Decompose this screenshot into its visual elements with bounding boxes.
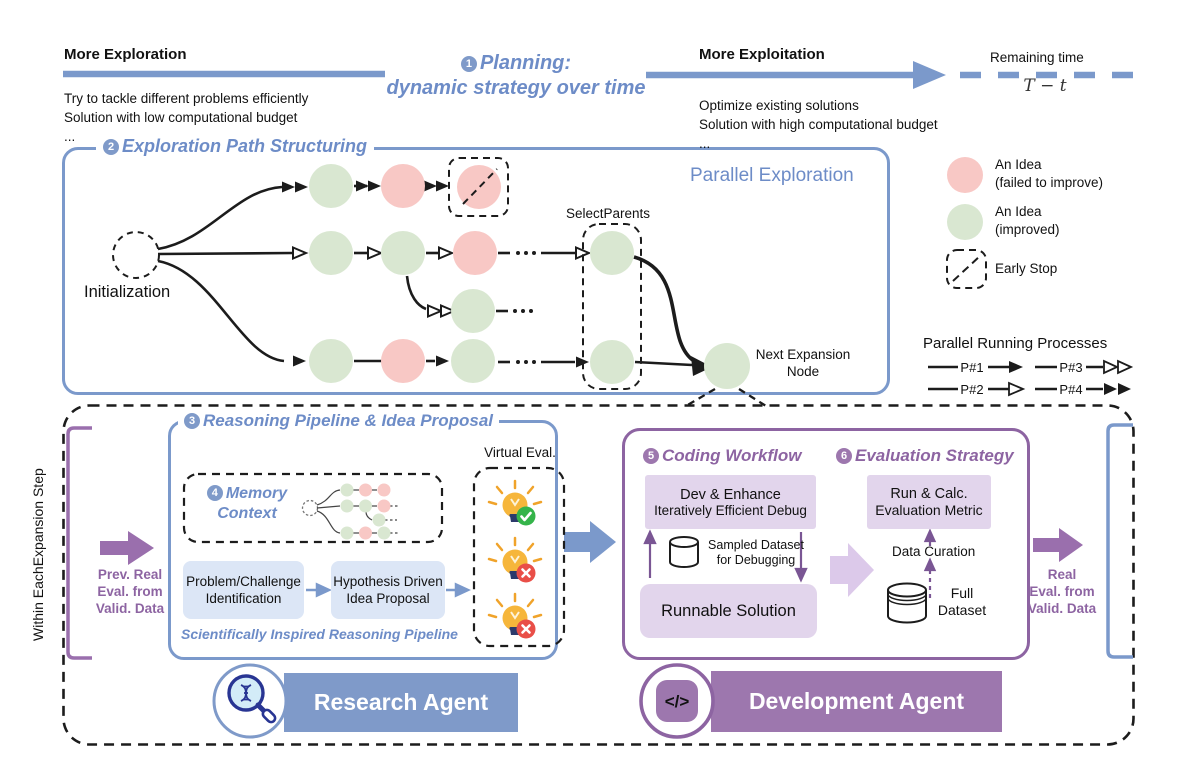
dev-enhance-box: Dev & Enhance Iteratively Efficient Debu… <box>645 475 816 529</box>
data-curation-label: Data Curation <box>892 544 976 559</box>
left-purple-bracket <box>66 426 92 660</box>
next-expansion-label: Next Expansion Node <box>755 347 851 379</box>
legend-p4-label: P#4 <box>1059 382 1082 397</box>
right-blue-bracket <box>1106 423 1133 659</box>
legend-p2-label: P#2 <box>960 382 983 397</box>
legend-failed-label: An Idea (failed to improve) <box>995 157 1104 190</box>
within-expansion-step-label: Within EachExpansion Step <box>30 468 46 642</box>
development-agent-icon: </> <box>639 663 715 739</box>
evaluation-badge: 6 <box>836 448 852 464</box>
legend-p3-label: P#3 <box>1059 360 1082 375</box>
exploration-desc-line1: Try to tackle different problems efficie… <box>64 91 309 106</box>
dna-icon <box>240 684 252 702</box>
exploration-desc-line2: Solution with low computational budget <box>64 110 298 125</box>
legend-processes-title: Parallel Running Processes <box>923 335 1108 352</box>
exploration-description: Try to tackle different problems efficie… <box>64 89 308 146</box>
exploration-badge: 2 <box>103 139 119 155</box>
real-eval-label: Real Eval. from Valid. Data <box>1027 567 1097 616</box>
exploitation-desc-line2: Solution with high computational budget <box>699 117 938 132</box>
more-exploitation-title: More Exploitation <box>699 46 825 63</box>
prev-eval-label: Prev. Real Eval. from Valid. Data <box>95 567 165 616</box>
full-dataset-label: Full Dataset <box>937 585 987 618</box>
legend-failed-idea-icon <box>947 157 983 193</box>
legend-improved-idea-icon <box>947 204 983 240</box>
research-agent-banner-label: Research Agent <box>313 689 489 715</box>
planning-title-text: Planning: <box>479 52 572 74</box>
research-badge: 3 <box>184 413 200 429</box>
select-parents-label: SelectParents <box>566 206 651 221</box>
planning-badge: 1 <box>460 56 477 72</box>
parallel-exploration-label: Parallel Exploration <box>690 165 854 186</box>
legend-process-arrows <box>928 365 1103 391</box>
research-to-development-arrow <box>564 521 616 563</box>
more-exploration-title: More Exploration <box>64 46 187 63</box>
development-agent-banner-label: Development Agent <box>748 688 965 714</box>
exploration-title-text: Exploration Path Structuring <box>122 136 368 156</box>
legend-improved-label: An Idea (improved) <box>995 204 1060 237</box>
development-agent-banner: Development Agent <box>711 671 1002 732</box>
memory-badge: 4 <box>206 485 223 501</box>
research-agent-banner: Research Agent <box>284 673 518 732</box>
runnable-solution-box: Runnable Solution <box>640 584 817 638</box>
exploitation-desc-line1: Optimize existing solutions <box>699 98 859 113</box>
code-icon: </> <box>665 692 690 711</box>
planning-subtitle: dynamic strategy over time <box>386 77 646 99</box>
legend-early-stop-icon <box>946 249 987 289</box>
problem-identification-box: Problem/Challenge Identification <box>183 561 304 619</box>
legend-p1-label: P#1 <box>960 360 983 375</box>
research-title-text: Reasoning Pipeline & Idea Proposal <box>203 411 494 430</box>
prev-eval-arrow <box>100 531 154 565</box>
initialization-label: Initialization <box>84 283 171 301</box>
reasoning-pipeline-caption: Scientifically Inspired Reasoning Pipeli… <box>181 626 458 642</box>
legend-glyphs: P#1 P#2 P#3 P#4 <box>928 157 1134 397</box>
hypothesis-proposal-box: Hypothesis Driven Idea Proposal <box>331 561 445 619</box>
run-calc-box: Run & Calc. Evaluation Metric <box>867 475 991 529</box>
exploration-box <box>62 147 890 395</box>
sampled-dataset-label: Sampled Dataset for Debugging <box>708 538 804 567</box>
coding-badge: 5 <box>643 448 659 464</box>
remaining-time-formula: T − t <box>1023 76 1067 96</box>
real-eval-arrow <box>1033 528 1083 562</box>
remaining-time-label: Remaining time <box>990 50 1084 65</box>
exploitation-description: Optimize existing solutions Solution wit… <box>699 96 938 153</box>
exploration-desc-ellipsis: ... <box>64 129 76 144</box>
research-agent-icon <box>212 663 288 739</box>
legend-early-stop-label: Early Stop <box>995 261 1058 276</box>
virtual-eval-label: Virtual Eval. <box>484 445 556 460</box>
exploitation-desc-ellipsis: ... <box>699 136 711 151</box>
